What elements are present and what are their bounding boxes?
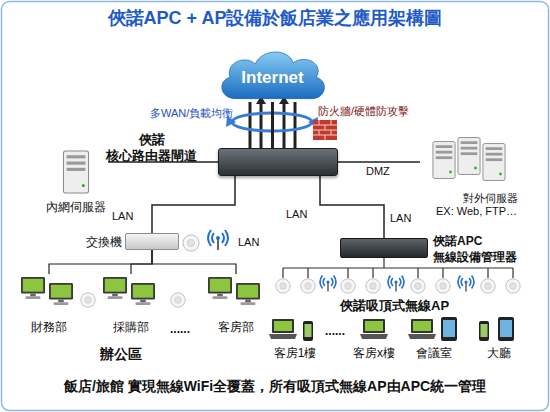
mobile-device [360,319,388,339]
firewall-wall [313,120,337,140]
mobile-device [479,321,489,341]
server-icon [63,151,88,193]
node-text: 客房部 [205,319,267,336]
server-node: 對外伺服器 EX: Web, FTP… [420,136,535,218]
node-text: 交換機 [86,234,122,251]
pc-icon [21,277,260,305]
access-point [366,279,380,293]
server-icon [483,144,505,181]
link-label: LAN [112,210,133,222]
mobile-device [269,319,297,339]
load-balance-arrow [232,113,312,131]
mobile-device [269,317,514,341]
room-group: 會議室 [405,318,463,362]
link-label: LAN [238,236,259,248]
wan-links [250,96,295,148]
connector-line [338,161,420,163]
connector-line [152,176,235,233]
department-group: 客房部 [205,274,267,336]
device-label: 俠諾吸頂式無線AP [340,297,449,315]
pc-icon [49,283,73,305]
access-point [276,279,290,293]
area-label: 辦公區 [100,346,142,364]
firewall-wall [313,120,337,140]
ellipsis-label: ...... [170,322,190,336]
ellipsis-label: ...... [325,324,345,338]
mobile-device [498,317,514,341]
node-text: Internet [215,50,330,106]
mobile-device [408,319,436,339]
node-text: 俠諾 核心路由器閘道 [104,132,199,164]
wifi-symbol [458,276,474,292]
router-box: 俠諾 核心路由器閘道 [218,148,338,176]
connector-line [320,176,384,238]
firewall-wall [313,120,337,140]
access-point [171,293,185,307]
wifi-symbol [320,276,336,292]
server-icon [458,138,480,175]
node-text: 會議室 [405,345,463,362]
load-balance-arrow [226,113,318,131]
pc-icon [208,277,232,299]
internet-cloud: Internet [215,46,330,102]
connector-line [271,102,274,148]
node-text: 對外伺服器 EX: Web, FTP… [434,192,519,218]
connector-line [152,250,236,274]
pc-icon [103,277,127,299]
node-text: 俠諾APC 無線設備管理器 [433,233,525,265]
pc-icon [21,277,45,299]
access-point [341,279,355,293]
node-text: 客房x樓 [345,345,403,362]
wan-links [283,100,286,148]
server-node: 內網伺服器 [44,148,108,216]
server-icon [63,138,505,193]
access-point [411,279,425,293]
node-text: 採購部 [100,319,162,336]
access-point [301,279,315,293]
server-icon [433,142,455,179]
connector-line [49,250,152,274]
controller-box: 俠諾APC 無線設備管理器 [340,238,428,258]
pc-icon [236,283,260,305]
room-group: 客房1樓 [265,318,325,362]
wifi-symbol [388,276,404,292]
diagram-title: 俠諾APC + AP設備於飯店業之應用架構圖 [0,6,550,30]
node-text: 財務部 [18,319,80,336]
connector-line [131,250,152,274]
mobile-device [303,321,313,341]
room-group: 客房x樓 [345,318,403,362]
wan-links [249,102,252,148]
wan-links [260,100,263,148]
node-text: 大廳 [470,345,528,362]
mobile-device [441,317,457,341]
switch-box: 交換機 [125,233,179,250]
access-point [436,279,450,293]
link-label: DMZ [366,165,390,177]
access-point [183,235,199,251]
link-label: LAN [390,212,411,224]
access-point [81,293,95,307]
feature-note: 防火牆/硬體防攻擊 [318,104,409,119]
department-group: 採購部 [100,274,162,336]
access-point [481,279,495,293]
access-point [506,279,520,293]
room-group: 大廳 [470,318,528,362]
department-group: 財務部 [18,274,80,336]
node-text: 客房1樓 [265,345,325,362]
node-text: 內網伺服器 [44,199,108,216]
feature-note: 多WAN/負載均衡 [150,106,233,121]
link-label: LAN [286,208,307,220]
diagram-caption: 飯店/旅館 實現無線WiFi全覆蓋，所有吸頂式無線AP由APC統一管理 [0,378,550,396]
wan-links [294,102,297,148]
wifi-symbol [208,230,228,250]
pc-icon [131,283,155,305]
